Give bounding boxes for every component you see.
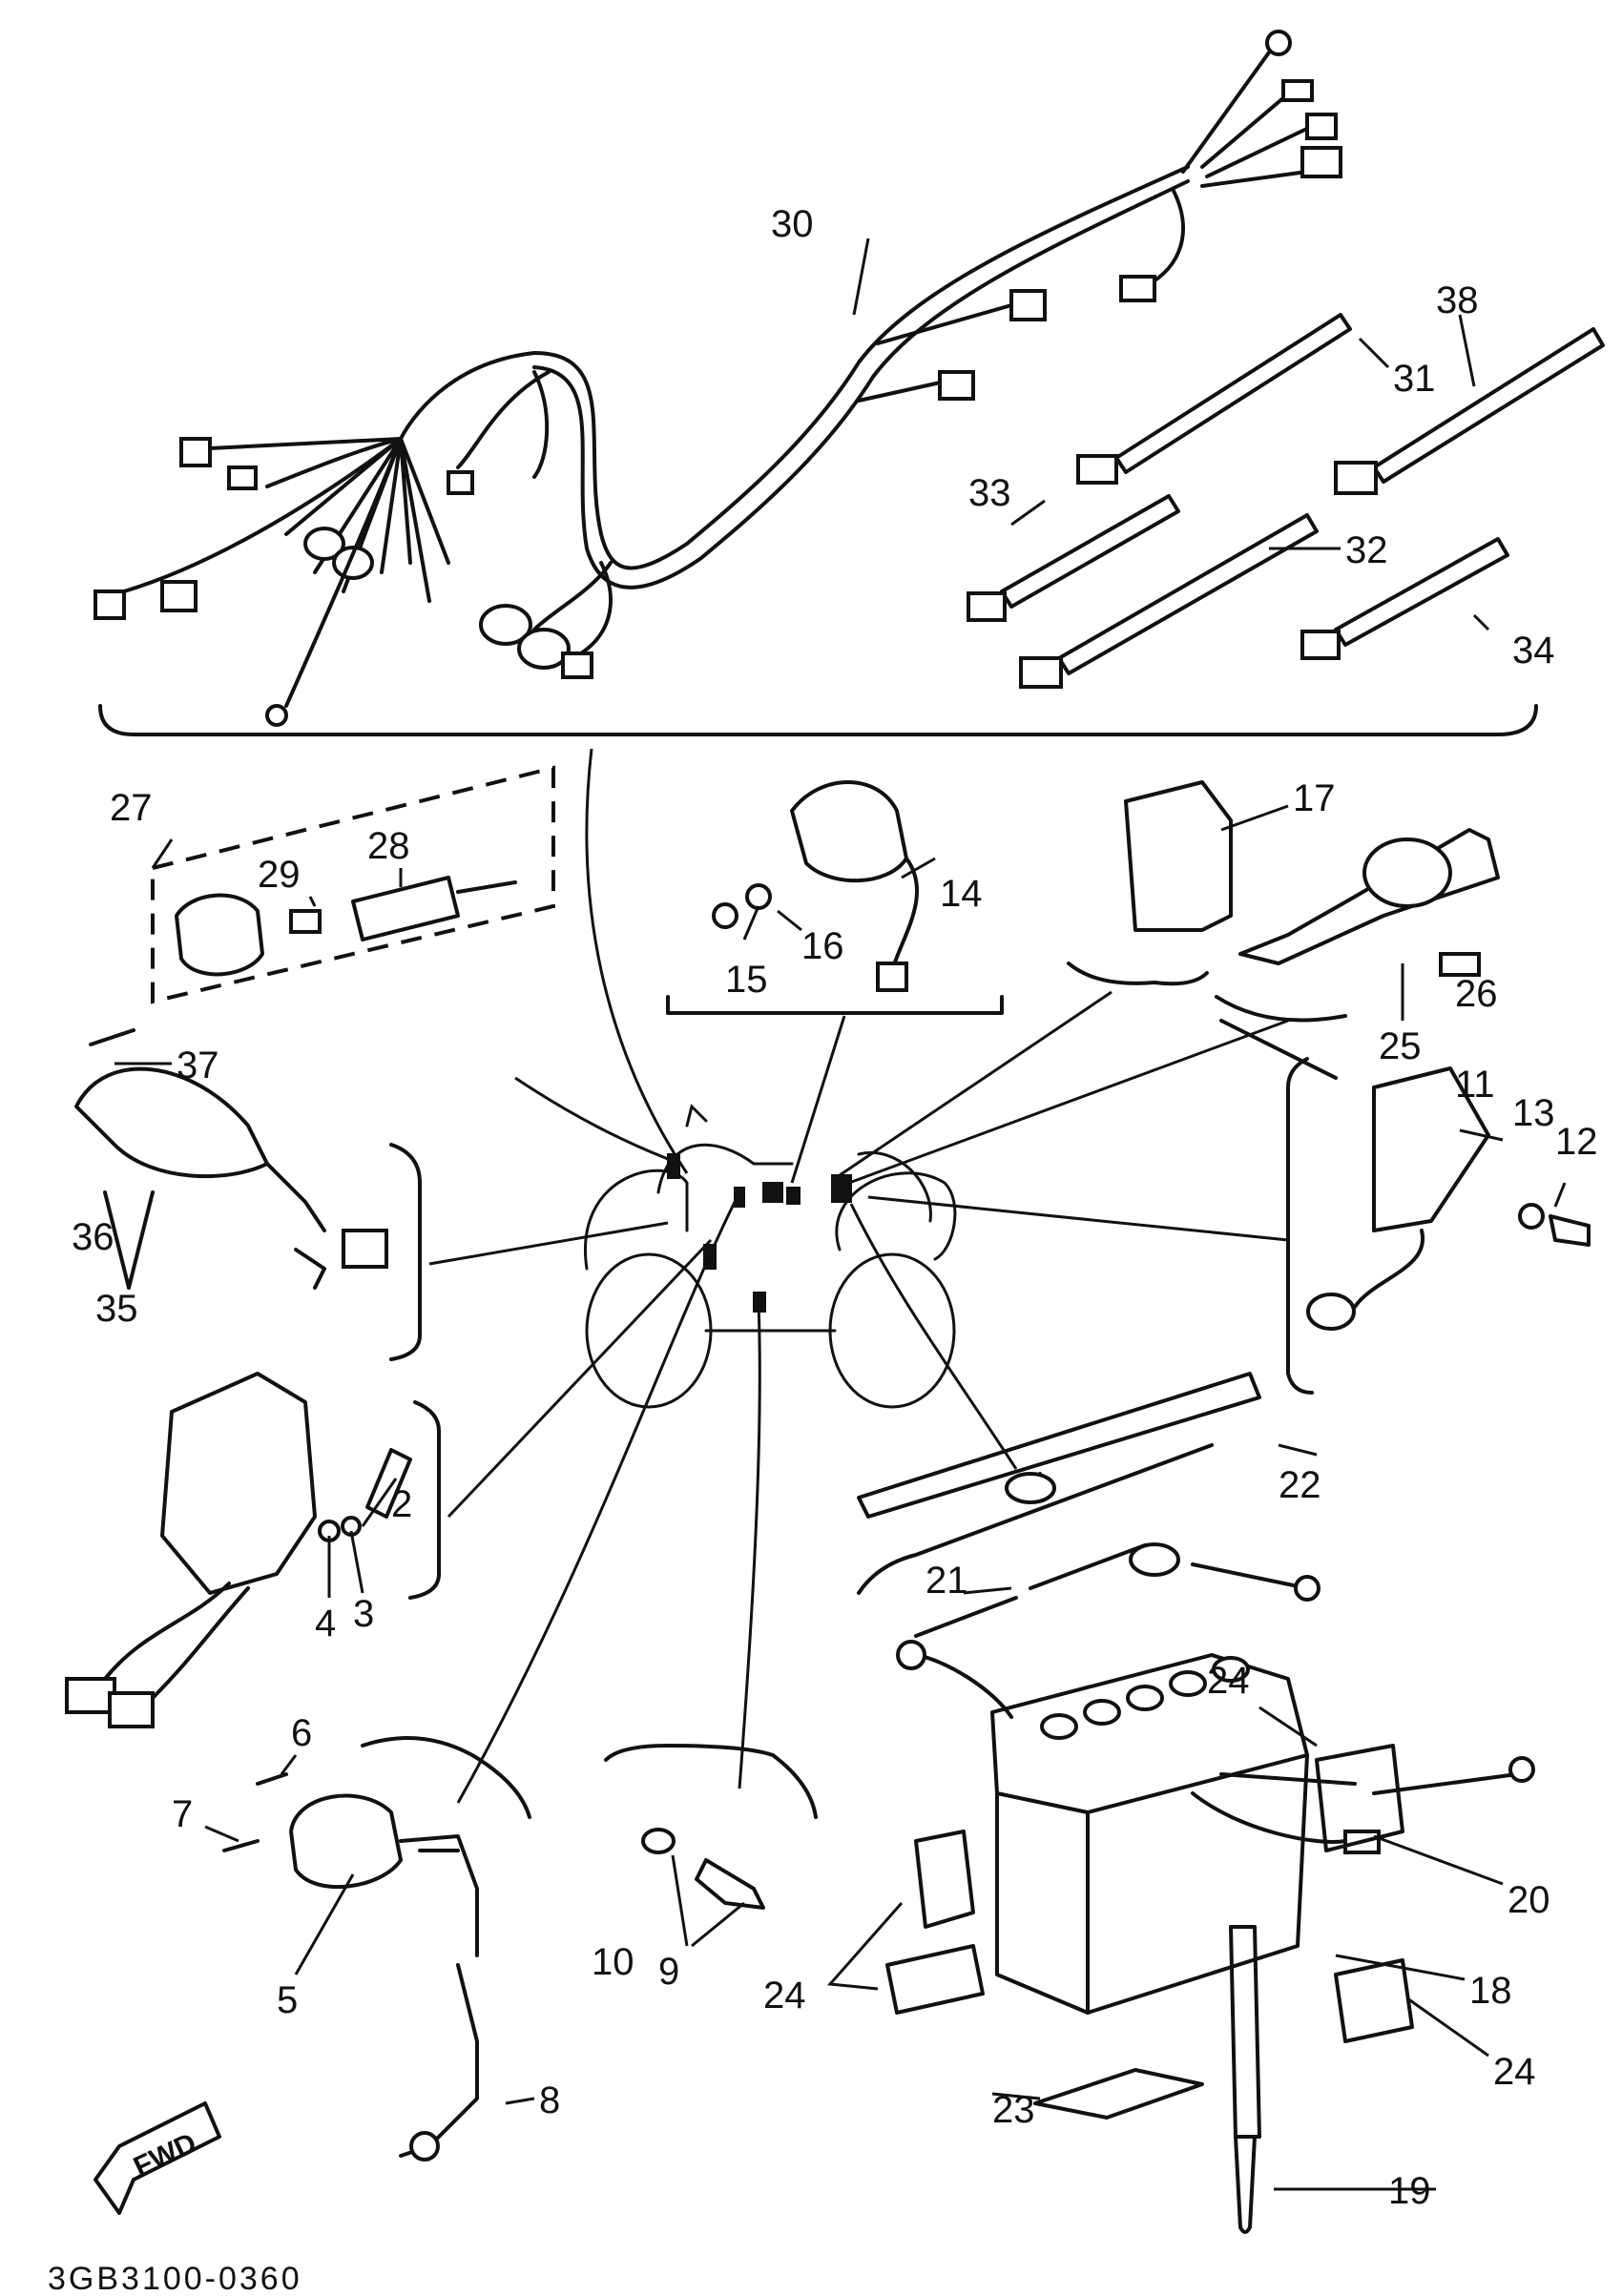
callout-24-left: 24	[763, 1975, 806, 2017]
callout-27: 27	[110, 787, 153, 829]
figure-code: 3GB3100-0360	[48, 2261, 302, 2296]
callout-10: 10	[592, 1941, 634, 1983]
callout-20: 20	[1508, 1879, 1550, 1921]
callout-33: 33	[968, 472, 1011, 514]
battery-group	[857, 1372, 1535, 2234]
kit-box-27	[151, 765, 555, 1004]
callout-9: 9	[658, 1951, 679, 1993]
callout-22: 22	[1279, 1464, 1321, 1506]
callout-21: 21	[925, 1560, 968, 1602]
switch-36	[74, 1028, 422, 1361]
callout-36: 36	[72, 1216, 114, 1258]
callout-11: 11	[1455, 1064, 1495, 1106]
callout-30: 30	[771, 203, 814, 245]
callout-3: 3	[353, 1593, 374, 1635]
vehicle-silhouette	[583, 1104, 957, 1409]
callout-4: 4	[315, 1603, 336, 1644]
callout-15: 15	[725, 959, 768, 1001]
callout-5: 5	[277, 1979, 298, 2021]
callout-28: 28	[367, 825, 410, 867]
ignition-coil-5	[222, 1736, 531, 2162]
cable-band-34	[1300, 537, 1509, 660]
callout-13: 13	[1512, 1092, 1555, 1134]
callout-19: 19	[1388, 2170, 1431, 2212]
harness-group-bracket	[98, 704, 1538, 736]
cable-band-33	[967, 494, 1180, 622]
callout-7: 7	[172, 1793, 193, 1835]
relay-cover-17	[1067, 780, 1233, 986]
cable-band-31	[1076, 313, 1352, 485]
callout-16: 16	[801, 925, 844, 967]
sensor-9	[604, 1744, 818, 1910]
callout-24-right: 24	[1493, 2051, 1536, 2093]
callout-29: 29	[258, 854, 301, 896]
callout-8: 8	[539, 2079, 560, 2121]
callout-12: 12	[1555, 1121, 1598, 1163]
fwd-arrow: FWD	[94, 2101, 221, 2215]
callout-26: 26	[1455, 973, 1498, 1015]
leader-lines	[428, 748, 1289, 1804]
relay-group-14	[666, 780, 1004, 1015]
cdi-unit	[65, 1372, 441, 1728]
callout-25: 25	[1379, 1025, 1422, 1067]
callout-37: 37	[177, 1045, 219, 1086]
callout-14: 14	[940, 873, 983, 915]
callout-24-top: 24	[1207, 1660, 1250, 1702]
callout-17: 17	[1293, 777, 1336, 819]
callout-leaders	[114, 238, 1567, 2191]
callout-labels: 30 38 31 33 32 34 27 29 28 37 36 35 15 1…	[72, 203, 1598, 2212]
regulator-11	[1286, 1057, 1591, 1395]
callout-2: 2	[391, 1483, 412, 1525]
wire-harness-30	[94, 30, 1342, 727]
callout-18: 18	[1469, 1970, 1512, 2012]
fuse-holder-25	[1215, 828, 1500, 1080]
callout-35: 35	[95, 1288, 138, 1330]
cable-band-32	[1019, 513, 1319, 689]
callout-23: 23	[992, 2089, 1035, 2131]
cable-band-38	[1334, 327, 1605, 495]
callout-6: 6	[291, 1712, 312, 1754]
callout-34: 34	[1512, 630, 1555, 672]
callout-32: 32	[1345, 529, 1388, 571]
callout-38: 38	[1436, 279, 1479, 321]
callout-31: 31	[1393, 358, 1436, 400]
